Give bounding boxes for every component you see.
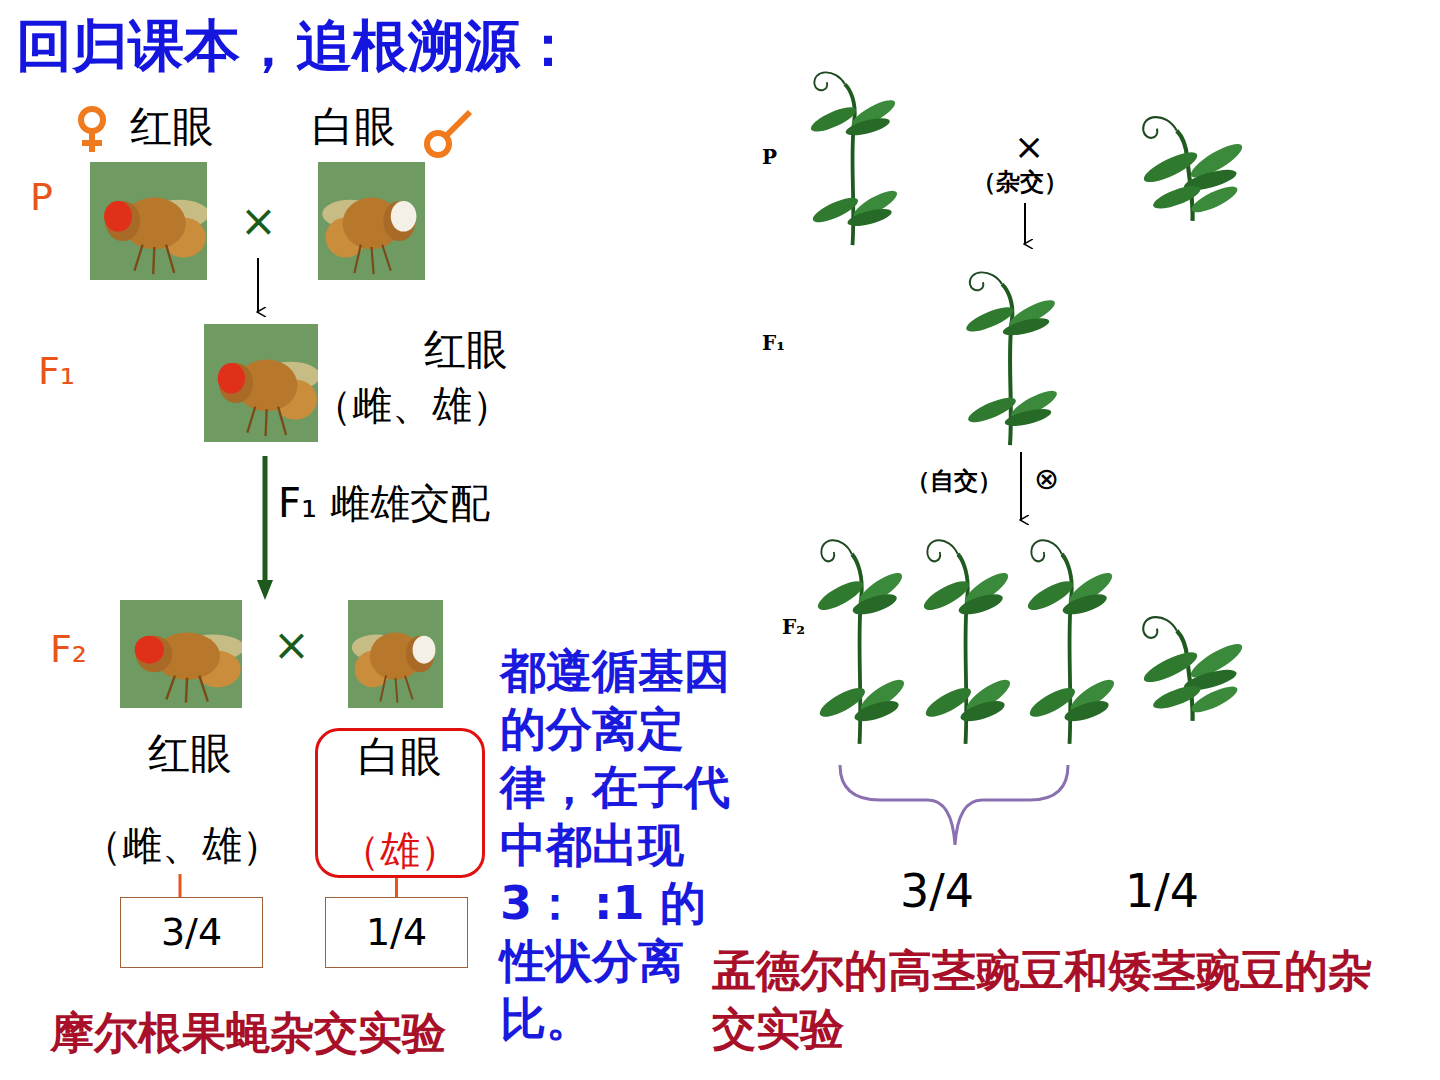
step-label: （自交） [906, 467, 1002, 495]
sex-label: （雌、雄） [82, 822, 282, 868]
connector-line [395, 878, 398, 897]
short-pea-plant [1140, 617, 1246, 721]
tall-pea-plant [921, 540, 1014, 744]
phenotype-label: 红眼 [130, 103, 214, 151]
fly-photo [318, 162, 425, 280]
phenotype-label: 红眼 [424, 326, 508, 374]
cross-arrow [1024, 203, 1026, 244]
cross-symbol: × [1014, 126, 1044, 167]
generation-label: F₁ [38, 350, 75, 394]
tall-pea-plant [1025, 540, 1118, 744]
ratio-box: 3/4 [120, 897, 263, 968]
male-symbol [427, 112, 470, 155]
conclusion-note: 都遵循基因的分离定律，在子代中都出现3： :1 的性状分离比。 [500, 642, 742, 1048]
fly-photo [90, 162, 209, 280]
generation-label: P [762, 146, 777, 169]
generation-label: F₂ [782, 616, 805, 639]
tall-pea-plant [808, 72, 901, 245]
box-text: 3/4 [161, 911, 222, 955]
leader-line [179, 874, 182, 897]
fly-photo [120, 600, 244, 708]
fly-photo [204, 324, 320, 442]
box-text: 白眼 [358, 733, 442, 781]
figure-caption: 摩尔根果蝇杂交实验 [50, 1008, 446, 1059]
short-pea-plant [1140, 117, 1246, 221]
mating-arrow-head [257, 580, 273, 600]
box-text: 1/4 [366, 911, 427, 955]
highlight-box: 白眼 （雄） [315, 728, 485, 878]
brace [840, 765, 1068, 845]
tall-pea-plant [963, 272, 1060, 445]
cross-symbol: × [240, 196, 277, 247]
fly-photo [348, 600, 443, 708]
ratio-box: 1/4 [325, 897, 468, 968]
phenotype-label: 白眼 [312, 103, 396, 151]
cross-arrow [257, 258, 259, 312]
generation-label: P [30, 176, 53, 220]
tall-pea-plant [815, 540, 908, 744]
sex-label: （雌、雄） [312, 382, 512, 428]
slide-title: 回归课本，追根溯源： [16, 14, 576, 78]
generation-label: F₂ [50, 628, 87, 672]
ratio-label: 1/4 [1125, 865, 1199, 918]
selfing-symbol: ⊗ [1034, 462, 1059, 497]
step-label: （杂交） [972, 168, 1068, 196]
selfing-arrow [1020, 452, 1022, 520]
cross-symbol: × [273, 620, 310, 671]
phenotype-label: 红眼 [148, 730, 232, 778]
box-subtext: （雄） [340, 827, 460, 873]
mating-label: F₁ 雌雄交配 [278, 480, 490, 526]
figure-caption: 孟德尔的高茎豌豆和矮茎豌豆的杂交实验 [712, 942, 1412, 1058]
generation-label: F₁ [762, 332, 785, 355]
ratio-label: 3/4 [900, 865, 974, 918]
female-symbol [81, 109, 103, 152]
mating-arrow [263, 456, 268, 582]
